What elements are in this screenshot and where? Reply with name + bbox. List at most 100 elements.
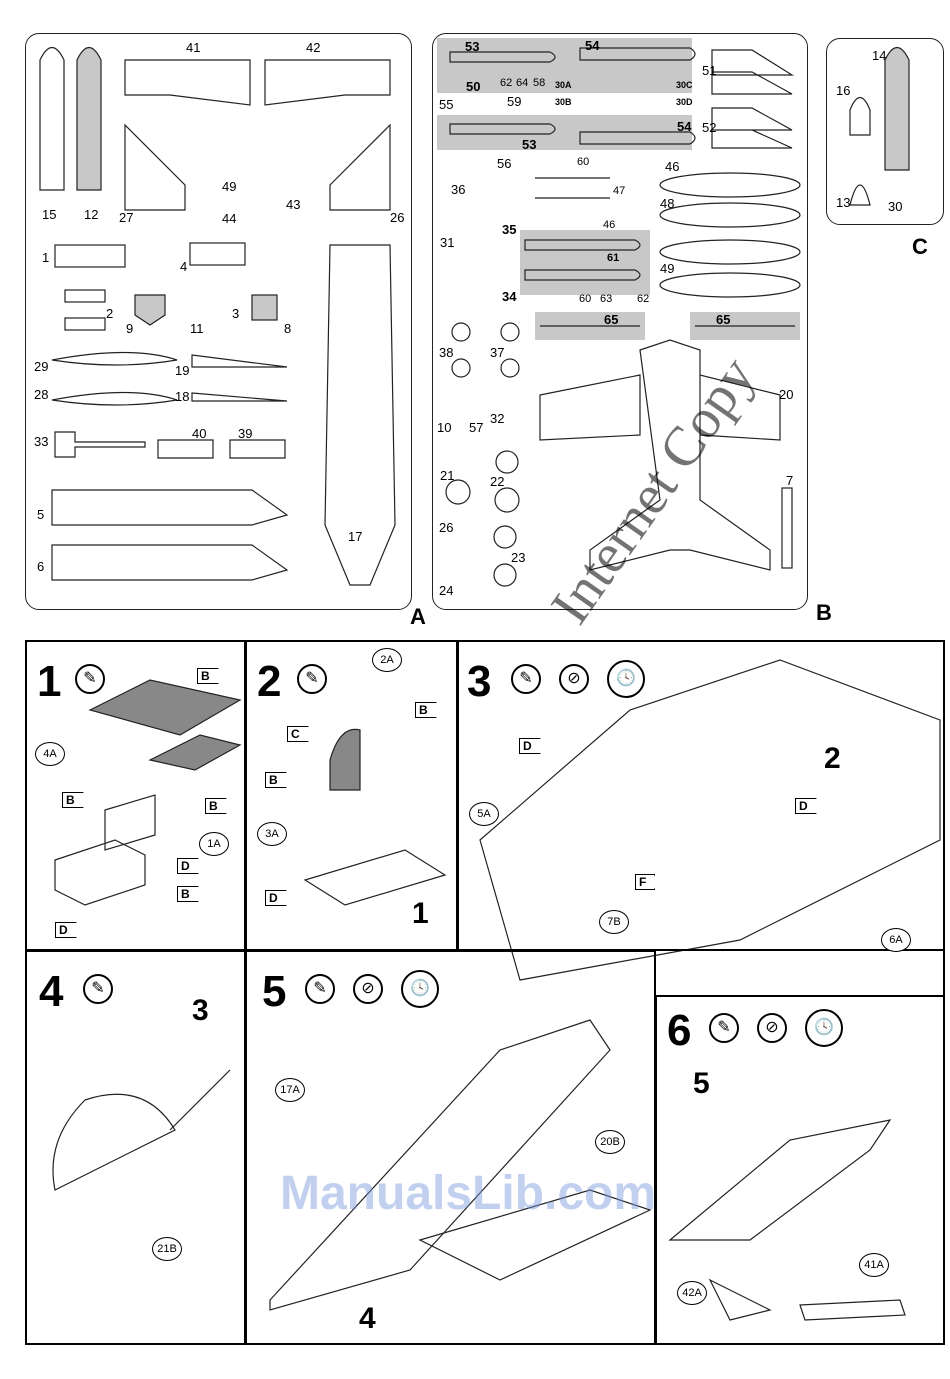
part-number: 6 — [37, 559, 45, 574]
part-28 — [51, 391, 178, 406]
part-number: 30A — [555, 80, 572, 90]
callout: C — [287, 726, 309, 742]
part-number: 46 — [665, 159, 680, 174]
step-5: 5 ✎ ⊘ 🕓 17A 20B 4 — [245, 950, 656, 1345]
part-number: 13 — [836, 195, 851, 210]
step-number: 5 — [262, 967, 287, 1016]
part-14 — [884, 46, 910, 171]
part-number: 39 — [238, 426, 253, 441]
callout: F — [635, 874, 656, 890]
part-number: 40 — [192, 426, 207, 441]
part-40 — [157, 439, 214, 459]
part-number: 30D — [676, 97, 693, 107]
part-number: 43 — [286, 197, 301, 212]
part-number: 42 — [306, 40, 321, 55]
part-47 — [535, 177, 610, 199]
part-number: 30C — [676, 80, 693, 90]
part-2a — [64, 289, 106, 303]
part-41 — [124, 59, 251, 106]
part-number: 63 — [600, 293, 613, 305]
callout: 2A — [372, 648, 402, 672]
callout: B — [415, 702, 437, 718]
part-number: 53 — [522, 137, 537, 152]
step-number: 6 — [667, 1006, 692, 1055]
part-number: 62 — [500, 77, 513, 89]
callout: B — [197, 668, 219, 684]
part-42 — [264, 59, 391, 106]
part-number: 4 — [180, 259, 188, 274]
step-number: 1 — [37, 657, 62, 706]
part-number: 57 — [469, 420, 484, 435]
glue-icon: ✎ — [75, 664, 105, 694]
part-number: 24 — [439, 583, 454, 598]
tape-icon: ⊘ — [353, 974, 383, 1004]
part-number: 59 — [507, 94, 522, 109]
part-29 — [51, 351, 178, 366]
part-number: 58 — [533, 77, 546, 89]
part-7 — [781, 487, 793, 569]
tape-icon: ⊘ — [757, 1013, 787, 1043]
step6-aircraft — [668, 1119, 892, 1241]
part-number: 16 — [836, 83, 851, 98]
part-19 — [191, 354, 288, 368]
sprue-c-frame — [826, 38, 944, 225]
part-number: 10 — [437, 420, 452, 435]
part-8 — [251, 294, 278, 321]
clock-icon: 🕓 — [805, 1009, 843, 1047]
step-6: 6 ✎ ⊘ 🕓 5 42A 41A — [655, 995, 945, 1345]
part-number: 1 — [42, 250, 50, 265]
callout: D — [265, 890, 287, 906]
part-number: 54 — [677, 119, 692, 134]
part-number: 48 — [660, 196, 675, 211]
part-54b — [579, 131, 696, 145]
step5-fuselage — [269, 1019, 611, 1311]
part-number: 26 — [390, 210, 405, 225]
part-number: 17 — [348, 529, 363, 544]
callout: B — [205, 798, 227, 814]
callout: D — [55, 922, 77, 938]
part-18 — [191, 392, 288, 402]
part-number: 53 — [465, 39, 480, 54]
part-number: 36 — [451, 182, 466, 197]
part-39 — [229, 439, 286, 459]
part-number: 8 — [284, 321, 292, 336]
part-number: 26 — [439, 520, 454, 535]
callout: 17A — [275, 1078, 305, 1102]
part-13 — [849, 184, 871, 206]
step4-nose — [52, 1093, 176, 1191]
callout: D — [519, 738, 541, 754]
part-number: 27 — [119, 210, 134, 225]
glue-icon: ✎ — [297, 664, 327, 694]
part-number: 22 — [490, 474, 505, 489]
part-number: 56 — [497, 156, 512, 171]
step-number: 4 — [39, 967, 64, 1016]
part-number: 23 — [511, 550, 526, 565]
part-number: 15 — [42, 207, 57, 222]
step1-panel-4A — [88, 679, 242, 736]
callout: 4 — [359, 1302, 376, 1335]
part-number: 31 — [440, 235, 455, 250]
part-number: 2 — [106, 306, 114, 321]
callout: 42A — [677, 1281, 707, 1305]
part-number: 5 — [37, 507, 45, 522]
step3-fuselage — [479, 659, 941, 981]
callout: D — [795, 798, 817, 814]
part-number: 44 — [222, 211, 237, 226]
part-17 — [324, 244, 396, 586]
part-number: 19 — [175, 363, 190, 378]
part-26 — [329, 123, 391, 211]
step-1: 1 ✎ 4A B B B 1A D B D — [25, 640, 246, 951]
part-number: 21 — [440, 468, 455, 483]
part-number: 55 — [439, 97, 454, 112]
part-6 — [51, 544, 289, 581]
part-27 — [124, 123, 186, 211]
part-12 — [76, 46, 102, 191]
part-number: 20 — [779, 387, 794, 402]
part-33 — [54, 431, 146, 458]
glue-icon: ✎ — [511, 664, 541, 694]
part-number: 51 — [702, 63, 717, 78]
callout: 41A — [859, 1253, 889, 1277]
step-number: 3 — [467, 657, 492, 706]
